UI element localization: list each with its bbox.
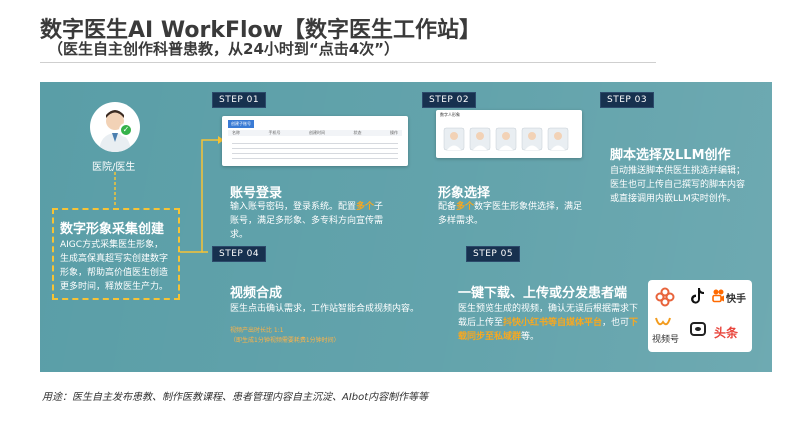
step3-title: 脚本选择及LLM创作 <box>610 148 731 163</box>
verified-check-icon: ✓ <box>119 123 133 137</box>
step3-badge: STEP 03 <box>600 92 655 108</box>
step3-desc-line: 自动推送脚本供医生挑选并编辑； <box>610 166 746 176</box>
bilibili-icon-dot <box>695 327 701 331</box>
step1-desc-part: 输入账号密码，登录系统。配置 <box>230 202 357 212</box>
step2-desc-part: 数字医生形象供选择，满足多样需求。 <box>438 202 583 226</box>
step1-screenshot: 创建子账号 名称 手机号 创建时间 状态 操作 <box>222 116 408 166</box>
shot1-header-cell: 创建时间 <box>309 130 325 135</box>
connector-collect-to-steps <box>180 139 218 253</box>
page-title: 数字医生AI WorkFlow【数字医生工作站】 <box>40 18 481 43</box>
step5-desc: 医生预览生成的视频，确认无误后根据需求下载后上传至抖快小红书等自媒体平台，也可下… <box>458 302 640 344</box>
shot2-title: 数字人形象 <box>440 112 460 117</box>
shot1-create-button: 创建子账号 <box>228 120 254 128</box>
step1-desc-part: 子账号，满足多形象、多专科方向宣传需求。 <box>230 202 384 240</box>
step5-desc-highlight: 抖快小红书等自媒体平台 <box>503 318 603 328</box>
step5-desc-highlight: 下载同步至私域群 <box>458 318 639 342</box>
usage-footnote: 用途：医生自主发布患教、制作医教课程、患者管理内容自主沉淀、AIbot内容制作等… <box>42 392 429 403</box>
shot1-header-cell: 操作 <box>390 130 398 135</box>
shot1-table-header: 名称 手机号 创建时间 状态 操作 <box>228 130 402 136</box>
step1-title: 账号登录 <box>230 186 283 201</box>
platform-logos-card: 快手 视频号 头条 <box>648 280 752 352</box>
step4-badge: STEP 04 <box>212 246 267 262</box>
page-subtitle: （医生自主创作科普患教，从24小时到“点击4次”） <box>48 40 400 58</box>
collect-dashed-box <box>52 208 180 300</box>
step4-title: 视频合成 <box>230 286 283 301</box>
shipinhao-icon <box>655 317 671 326</box>
step5-desc-part: 等。 <box>521 332 540 342</box>
xiaohongshu-flower-icon <box>655 287 675 307</box>
doctor-icon <box>99 110 131 152</box>
step5-badge: STEP 05 <box>466 246 521 262</box>
step3-desc-line: 或直接调用内嵌LLM实时创作。 <box>610 194 736 204</box>
step2-badge: STEP 02 <box>422 92 477 108</box>
shot1-header-cell: 名称 <box>232 130 240 135</box>
shot1-rows <box>232 139 398 163</box>
workflow-panel: ✓ 医院/医生 数字形象采集创建 AIGC方式采集医生形象， 生成高保真超写实创… <box>40 82 772 372</box>
collect-title: 数字形象采集创建 <box>60 222 165 237</box>
kuaishou-label: 快手 <box>726 294 746 305</box>
step4-desc: 医生点击确认需求，工作站智能合成视频内容。 <box>230 304 420 314</box>
douyin-icon <box>691 288 704 304</box>
collect-desc-line: 生成高保真超写实创建数字 <box>60 254 169 264</box>
doctor-label: 医院/医生 <box>92 162 136 173</box>
step5-desc-part: 医生预览生成的视频，确认无误后根据需求下载后上传至 <box>458 304 639 328</box>
step2-screenshot: 数字人形象 <box>436 110 582 158</box>
step5-title: 一键下载、上传或分发患者端 <box>458 286 628 301</box>
title-divider <box>40 62 656 63</box>
step3-desc-line: 医生也可上传自己撰写的脚本内容 <box>610 180 746 190</box>
step2-desc: 配备多个数字医生形象供选择，满足多样需求。 <box>438 200 588 228</box>
step5-desc-part: ，也可 <box>602 318 630 328</box>
toutiao-label: 头条 <box>714 326 739 340</box>
arrow-to-step1 <box>218 136 224 144</box>
step4-note: 视频产出时长比 1:1 （即生成1分钟视频需要耗费1分钟时间） <box>230 326 430 346</box>
shipinhao-label: 视频号 <box>652 335 680 345</box>
collect-desc-line: 形象，帮助高价值医生创造 <box>60 268 169 278</box>
step4-note-line: （即生成1分钟视频需要耗费1分钟时间） <box>230 337 340 344</box>
collect-desc-line: 更多时间，释放医生产力。 <box>60 282 169 292</box>
step3-desc: 自动推送脚本供医生挑选并编辑； 医生也可上传自己撰写的脚本内容 或直接调用内嵌L… <box>610 164 766 206</box>
step1-desc-highlight: 多个 <box>356 202 375 212</box>
shot1-header-cell: 手机号 <box>268 130 281 135</box>
shot1-header-cell: 状态 <box>353 130 362 135</box>
step1-desc: 输入账号密码，登录系统。配置多个子账号，满足多形象、多专科方向宣传需求。 <box>230 200 390 242</box>
collect-desc: AIGC方式采集医生形象， 生成高保真超写实创建数字 形象，帮助高价值医生创造 … <box>60 238 180 294</box>
kuaishou-icon <box>712 289 724 303</box>
flow-connectors <box>114 136 224 253</box>
step1-badge: STEP 01 <box>212 92 267 108</box>
collect-desc-line: AIGC方式采集医生形象， <box>60 240 164 250</box>
step2-title: 形象选择 <box>438 186 491 201</box>
doctor-avatar <box>90 102 140 152</box>
bilibili-icon <box>690 322 706 336</box>
step4-note-line: 视频产出时长比 1:1 <box>230 327 284 334</box>
step2-desc-part: 配备 <box>438 202 457 212</box>
step2-desc-highlight: 多个 <box>456 202 475 212</box>
doctor-avatars-row <box>443 127 569 151</box>
